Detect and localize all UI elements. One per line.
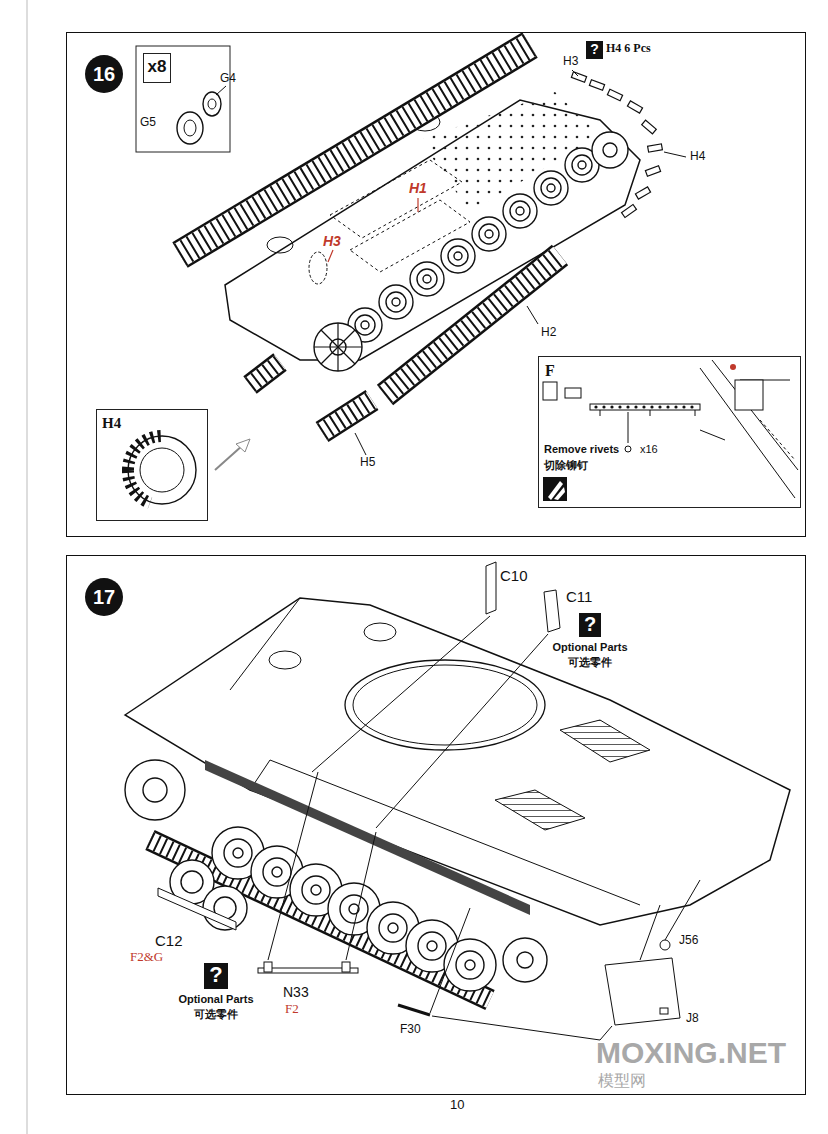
part-label: F2&G <box>130 950 163 965</box>
part-label: F2 <box>285 1002 299 1017</box>
part-label: G4 <box>220 72 236 86</box>
note-text: H4 <box>102 415 121 432</box>
part-label: F <box>545 362 555 380</box>
note-text: 可选零件 <box>568 655 612 670</box>
detail-inset: H4 <box>96 409 208 521</box>
part-label: H2 <box>541 326 556 340</box>
question-mark: ? <box>579 613 601 635</box>
step-panel: 16 x8? H4Remove rivets 切除铆钉 <box>66 32 806 537</box>
part-label: C11 <box>566 588 592 605</box>
part-label: F30 <box>400 1023 421 1037</box>
part-label: C12 <box>155 932 183 949</box>
optional-icon: ?Optional Parts可选零件 <box>204 963 228 989</box>
note-text: 可选零件 <box>194 1007 238 1022</box>
note-text: 切除铆钉 <box>544 458 588 473</box>
step-number: 17 <box>85 578 123 616</box>
watermark: MOXING.NET <box>596 1036 786 1071</box>
page-number: 10 <box>450 1098 464 1113</box>
part-label: H3 <box>323 233 341 249</box>
note-text: Optional Parts <box>178 993 253 1005</box>
part-label: H3 <box>563 55 578 69</box>
question-mark: ? <box>586 41 603 57</box>
note-text: x8 <box>148 57 167 77</box>
part-label: H4 6 Pcs <box>606 42 651 56</box>
part-label: H5 <box>360 456 375 470</box>
question-mark: ? <box>204 963 228 987</box>
optional-icon: ?Optional Parts可选零件 <box>579 613 601 637</box>
part-label: G5 <box>140 116 156 130</box>
optional-icon: ? <box>586 41 603 59</box>
quantity-box: x8 <box>143 53 171 83</box>
part-label: J56 <box>679 934 698 948</box>
detail-inset: Remove rivets 切除铆钉 <box>538 356 801 508</box>
part-label: H1 <box>409 180 427 196</box>
part-label: N33 <box>283 984 309 1000</box>
step-number: 16 <box>85 55 123 93</box>
part-label: H4 <box>690 150 705 164</box>
part-label: x16 <box>640 443 658 456</box>
part-label: J8 <box>686 1012 699 1026</box>
part-label: C10 <box>500 567 528 584</box>
note-text: Optional Parts <box>552 641 627 653</box>
watermark: 模型网 <box>598 1072 646 1090</box>
note-text: Remove rivets <box>544 443 619 455</box>
